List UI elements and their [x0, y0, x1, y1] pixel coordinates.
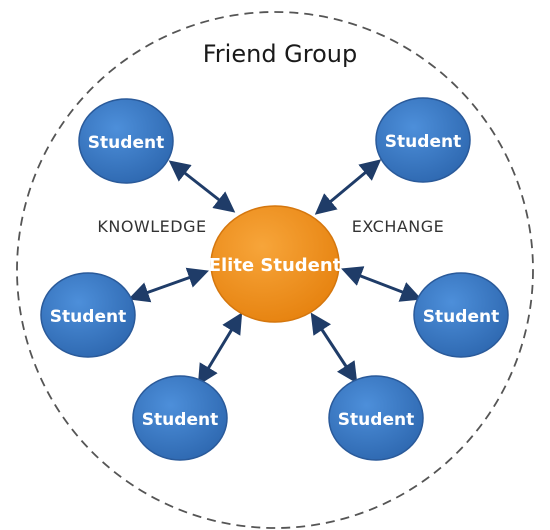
- student-node-left: Student: [40, 272, 136, 358]
- friend-group-boundary: [16, 11, 534, 529]
- arrows: [128, 159, 422, 386]
- arrow-top-right: [314, 159, 382, 215]
- student-label: Student: [88, 133, 164, 153]
- elite-student-circle: [210, 205, 340, 323]
- student-circle: [132, 375, 228, 461]
- arrow-left: [128, 267, 209, 303]
- student-node-bottom-left: Student: [132, 375, 228, 461]
- student-node-bottom-right: Student: [328, 375, 424, 461]
- elite-student-node: Elite Student: [209, 205, 342, 323]
- student-label: Student: [385, 132, 461, 152]
- student-label: Student: [50, 307, 126, 327]
- exchange-label: EXCHANGE: [352, 217, 445, 236]
- student-label: Student: [423, 307, 499, 327]
- group-title: Friend Group: [203, 40, 358, 68]
- student-node-top-left: Student: [78, 98, 174, 184]
- elite-student-label: Elite Student: [209, 255, 342, 276]
- student-circle: [328, 375, 424, 461]
- student-label: Student: [338, 410, 414, 430]
- arrow-top-left: [168, 160, 236, 213]
- knowledge-label: KNOWLEDGE: [97, 217, 206, 236]
- student-circle: [413, 272, 509, 358]
- arrow-right: [341, 266, 422, 302]
- student-circle: [375, 97, 471, 183]
- student-node-top-right: Student: [375, 97, 471, 183]
- student-circle: [78, 98, 174, 184]
- student-label: Student: [142, 410, 218, 430]
- student-circle: [40, 272, 136, 358]
- arrow-bottom-right: [310, 312, 358, 384]
- student-node-right: Student: [413, 272, 509, 358]
- arrow-bottom-left: [197, 312, 243, 386]
